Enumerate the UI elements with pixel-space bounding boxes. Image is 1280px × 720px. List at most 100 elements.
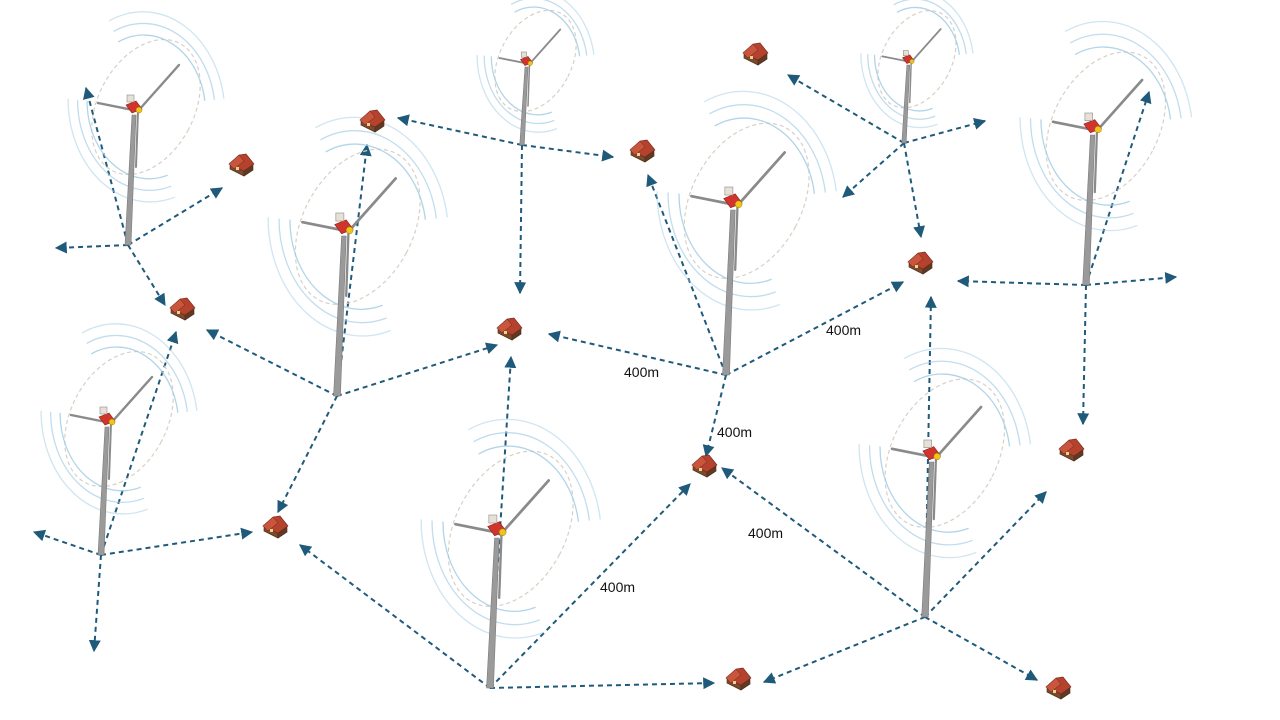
turbine-hub — [135, 106, 143, 114]
distance-arrow — [1085, 271, 1178, 286]
turbine-tower — [921, 461, 935, 618]
wind-turbine-icon — [656, 90, 837, 376]
sound-wave-icon — [858, 347, 1032, 559]
distance-label: 400m — [826, 322, 862, 338]
distance-arrow — [702, 374, 727, 458]
turbine-tower — [97, 426, 110, 556]
sound-wave-icon — [656, 90, 837, 311]
turbine-tower — [722, 209, 736, 376]
wind-turbine-icon — [420, 418, 601, 689]
rotor-path — [294, 148, 421, 305]
distance-arrow — [489, 677, 716, 690]
wind-turbine-icon — [860, 0, 974, 144]
sound-wave-icon — [267, 116, 448, 337]
rotor-path — [884, 378, 1006, 528]
turbine-tower — [901, 64, 911, 144]
rotor-path — [64, 350, 174, 488]
turbine-hub — [345, 226, 354, 234]
distance-arrow — [100, 330, 179, 556]
distance-arrow — [54, 241, 129, 254]
wind-turbine-icon — [40, 323, 198, 556]
house-icon — [742, 42, 769, 66]
turbine-blades — [96, 63, 181, 168]
turbine-blades — [498, 28, 562, 107]
house-icon — [262, 515, 289, 539]
distance-arrow — [127, 244, 166, 307]
turbine-blades — [69, 375, 154, 480]
house-icon — [629, 139, 656, 163]
sound-wave-icon — [476, 0, 595, 133]
house-icon — [1045, 676, 1072, 700]
house-icon — [907, 251, 934, 275]
distance-arrow — [924, 491, 1047, 618]
distance-arrow — [762, 616, 926, 684]
sound-wave-icon — [40, 323, 198, 515]
rotor-path — [877, 10, 957, 109]
rotor-path — [494, 9, 577, 113]
houses — [169, 42, 1085, 700]
sound-wave-icon — [1019, 20, 1193, 232]
distance-arrow — [903, 118, 987, 144]
turbine-hub — [909, 58, 915, 64]
wind-turbine-icon — [267, 116, 448, 397]
distance-label: 400m — [748, 525, 784, 541]
turbine-hub — [1094, 125, 1102, 134]
distance-arrow — [903, 142, 925, 239]
wind-turbine-icon — [476, 0, 595, 146]
distance-arrow — [842, 142, 905, 198]
rotor-path — [91, 38, 201, 176]
house-icon — [725, 667, 752, 691]
turbine-tower — [1082, 134, 1096, 286]
turbine-blades — [881, 28, 942, 104]
turbine-tower — [333, 235, 347, 397]
distance-label: 400m — [624, 364, 660, 380]
turbine-hub — [108, 418, 116, 426]
distance-arrow — [205, 329, 338, 397]
distance-arrow — [32, 529, 102, 556]
house-icon — [1058, 438, 1085, 462]
distance-arrow — [725, 281, 905, 376]
sound-wave-icon — [67, 11, 225, 203]
turbine-hub — [933, 452, 941, 461]
sound-wave-icon — [860, 0, 974, 129]
turbine-blades — [890, 405, 983, 521]
house-icon — [228, 153, 255, 177]
house-icon — [691, 454, 718, 478]
distance-arrow — [336, 342, 499, 397]
distance-arrow — [127, 187, 224, 246]
house-icon — [169, 297, 196, 321]
distance-arrow — [88, 554, 102, 653]
distance-arrow — [521, 144, 615, 162]
turbine-tower — [124, 114, 137, 246]
rotor-path — [1045, 51, 1167, 201]
distance-arrow — [786, 74, 905, 144]
house-icon — [359, 109, 386, 133]
distance-arrow — [514, 144, 527, 295]
turbine-tower — [486, 537, 500, 689]
turbine-blades — [690, 151, 787, 271]
distance-arrow — [721, 467, 926, 618]
distance-arrow — [100, 527, 254, 556]
turbine-tower — [519, 66, 529, 146]
turbine-hub — [527, 60, 533, 66]
distance-arrow — [956, 275, 1087, 288]
distance-label: 400m — [717, 424, 753, 440]
distance-arrow — [547, 330, 727, 376]
wind-turbine-icon — [67, 11, 225, 246]
turbines — [40, 0, 1193, 689]
turbine-hub — [498, 528, 507, 536]
rotor-path — [447, 450, 574, 607]
wind-turbine-icon — [858, 347, 1032, 618]
house-icon — [496, 317, 523, 341]
distance-arrow — [396, 114, 523, 146]
distance-arrow — [336, 143, 372, 397]
wind-turbine-icon — [1019, 20, 1193, 286]
distance-arrow — [277, 395, 338, 514]
turbine-hub — [734, 200, 743, 208]
turbine-blades — [1051, 78, 1144, 194]
turbine-blades — [301, 177, 398, 297]
distance-arrow — [299, 544, 491, 689]
distance-arrow — [1077, 284, 1090, 426]
